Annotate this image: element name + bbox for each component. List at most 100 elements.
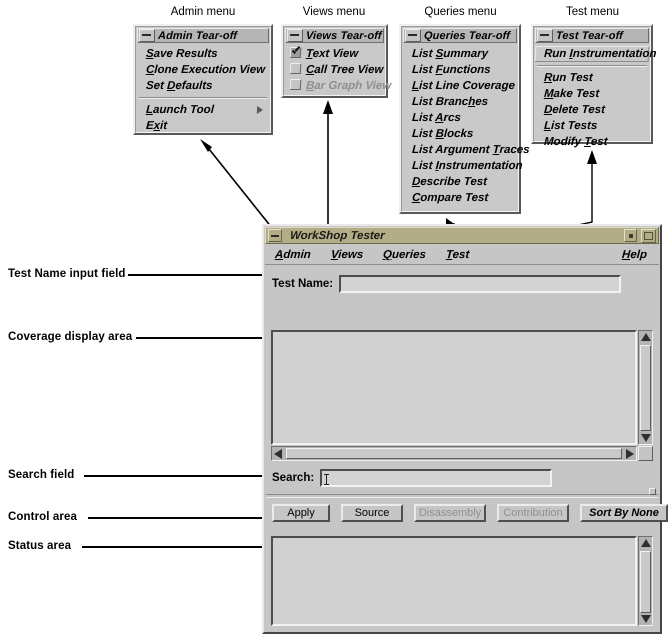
queries-tearoff-menu[interactable]: Queries Tear-off List Summary List Funct… <box>399 24 530 214</box>
menu-item-call-tree-view[interactable]: Call Tree View <box>285 62 385 78</box>
menu-item-save-results[interactable]: Save Results <box>145 48 218 60</box>
menubar-item-admin-label: dmin <box>282 248 312 261</box>
menu-item-list-branches[interactable]: List Branches <box>411 96 489 108</box>
test-tearoff-titlebar[interactable]: Test Tear-off <box>535 28 649 43</box>
test-name-input[interactable] <box>339 275 622 293</box>
scroll-up-arrow-icon[interactable] <box>641 539 651 547</box>
control-area-separator <box>266 494 658 498</box>
menu-item-text-view[interactable]: Text View <box>285 46 385 62</box>
annotation-status-area: Status area <box>8 540 72 552</box>
coverage-scroll-corner <box>638 446 653 461</box>
menu-item-list-arcs[interactable]: List Arcs <box>411 112 462 124</box>
tearoff-handle-icon[interactable] <box>287 29 303 42</box>
menu-item-list-summary[interactable]: List Summary <box>411 48 489 60</box>
scroll-up-arrow-icon[interactable] <box>641 333 651 341</box>
coverage-hscroll-thumb[interactable] <box>286 448 622 459</box>
leader-line-control <box>88 517 262 519</box>
menu-item-run-test[interactable]: Run Test <box>543 72 594 84</box>
menu-item-modify-test[interactable]: Modify Test <box>543 136 608 148</box>
menu-item-modify-test-label: est <box>590 136 608 148</box>
scroll-right-arrow-icon[interactable] <box>626 449 634 459</box>
tearoff-handle-icon[interactable] <box>537 29 553 42</box>
menu-item-exit-label: it <box>159 120 168 132</box>
minimize-icon[interactable] <box>624 229 637 242</box>
source-button[interactable]: Source <box>341 504 403 522</box>
coverage-canvas[interactable] <box>271 330 637 445</box>
admin-tearoff-menu[interactable]: Admin Tear-off Save Results Clone Execut… <box>133 24 273 135</box>
menubar-item-views-label: iews <box>337 248 364 261</box>
checkbox-unchecked-icon <box>289 79 302 90</box>
menu-item-list-tests-label: ist Tests <box>550 120 598 132</box>
coverage-vscroll-thumb[interactable] <box>640 345 651 431</box>
test-menu-items: Run Instrumentation Run Test Make Test D… <box>534 43 657 153</box>
pane-resize-grip[interactable] <box>649 488 656 495</box>
scroll-down-arrow-icon[interactable] <box>641 434 651 442</box>
menu-item-describe-test-label: escribe Test <box>419 176 488 188</box>
menubar-item-test[interactable]: Test <box>445 248 470 261</box>
leader-line-test-name <box>128 274 262 276</box>
scroll-left-arrow-icon[interactable] <box>274 449 282 459</box>
menubar-item-queries-label: ueries <box>391 248 427 261</box>
status-vertical-scrollbar[interactable] <box>638 536 653 626</box>
views-tearoff-menu[interactable]: Views Tear-off Text View Call Tree View … <box>281 24 392 98</box>
coverage-display-area[interactable] <box>271 330 653 461</box>
checkbox-checked-icon[interactable] <box>289 47 302 58</box>
window-titlebar[interactable]: WorkShop Tester <box>265 227 659 244</box>
status-vscroll-thumb[interactable] <box>640 551 651 613</box>
menu-item-list-functions[interactable]: List Functions <box>411 64 491 76</box>
window-menubar[interactable]: Admin Views Queries Test Help <box>265 245 659 265</box>
checkbox-unchecked-icon[interactable] <box>289 63 302 74</box>
menu-item-make-test[interactable]: Make Test <box>543 88 600 100</box>
menu-item-list-argument-traces[interactable]: List Argument Traces <box>411 144 530 156</box>
search-input[interactable] <box>320 469 553 487</box>
menu-item-list-branches-label: es <box>474 96 489 108</box>
menu-item-describe-test[interactable]: Describe Test <box>411 176 488 188</box>
tearoff-handle-icon[interactable] <box>405 29 421 42</box>
menu-item-bar-graph-view: Bar Graph View <box>285 78 392 94</box>
caption-test-menu: Test menu <box>565 6 620 18</box>
menu-item-list-blocks[interactable]: List Blocks <box>411 128 474 140</box>
menu-item-list-instrumentation[interactable]: List Instrumentation <box>411 160 523 172</box>
chevron-right-icon <box>256 106 264 114</box>
menu-item-clone-execution-view[interactable]: Clone Execution View <box>145 64 266 76</box>
menu-item-run-test-label: un Test <box>551 72 594 84</box>
menu-item-save-results-label: ave Results <box>153 48 218 60</box>
admin-tearoff-titlebar[interactable]: Admin Tear-off <box>137 28 269 43</box>
menu-item-set-defaults-label: efaults <box>175 80 213 92</box>
menu-item-list-summary-label: ummary <box>442 48 489 60</box>
apply-button[interactable]: Apply <box>272 504 330 522</box>
tearoff-handle-icon[interactable] <box>139 29 155 42</box>
menubar-item-views[interactable]: Views <box>330 248 364 261</box>
scroll-down-arrow-icon[interactable] <box>641 615 651 623</box>
coverage-horizontal-scrollbar[interactable] <box>271 446 637 461</box>
menubar-item-queries[interactable]: Queries <box>382 248 427 261</box>
menu-item-list-instrumentation-label: nstrumentation <box>438 160 523 172</box>
menu-item-text-view-label: ext View <box>312 48 359 60</box>
menu-item-set-defaults[interactable]: Set Defaults <box>145 80 213 92</box>
disassembly-button: Disassembly <box>414 504 486 522</box>
sort-by-option-button[interactable]: Sort By None <box>580 504 668 522</box>
menu-item-list-line-coverage[interactable]: List Line Coverage <box>411 80 516 92</box>
menu-item-compare-test[interactable]: Compare Test <box>411 192 489 204</box>
queries-tearoff-titlebar[interactable]: Queries Tear-off <box>403 28 517 43</box>
menu-item-launch-tool-label: aunch Tool <box>152 104 215 116</box>
status-area[interactable] <box>271 536 653 626</box>
views-tearoff-titlebar[interactable]: Views Tear-off <box>285 28 384 43</box>
caption-views-menu: Views menu <box>302 6 366 18</box>
menubar-item-help[interactable]: Help <box>621 248 648 261</box>
search-label: Search: <box>272 472 315 484</box>
workshop-tester-window[interactable]: WorkShop Tester Admin Views Queries Test… <box>262 224 668 634</box>
menu-item-launch-tool[interactable]: Launch Tool <box>137 102 270 118</box>
test-tearoff-menu[interactable]: Test Tear-off Run Instrumentation Run Te… <box>531 24 657 148</box>
menubar-item-admin[interactable]: Admin <box>274 248 312 261</box>
admin-menu-separator <box>139 97 267 99</box>
menu-item-run-instrumentation[interactable]: Run Instrumentation <box>534 46 657 62</box>
maximize-icon[interactable] <box>641 228 656 243</box>
window-menu-button-icon[interactable] <box>268 229 282 242</box>
menu-item-list-tests[interactable]: List Tests <box>543 120 598 132</box>
menu-item-delete-test[interactable]: Delete Test <box>543 104 606 116</box>
coverage-vertical-scrollbar[interactable] <box>638 330 653 445</box>
status-canvas[interactable] <box>271 536 637 626</box>
menu-item-exit[interactable]: Exit <box>145 120 168 132</box>
